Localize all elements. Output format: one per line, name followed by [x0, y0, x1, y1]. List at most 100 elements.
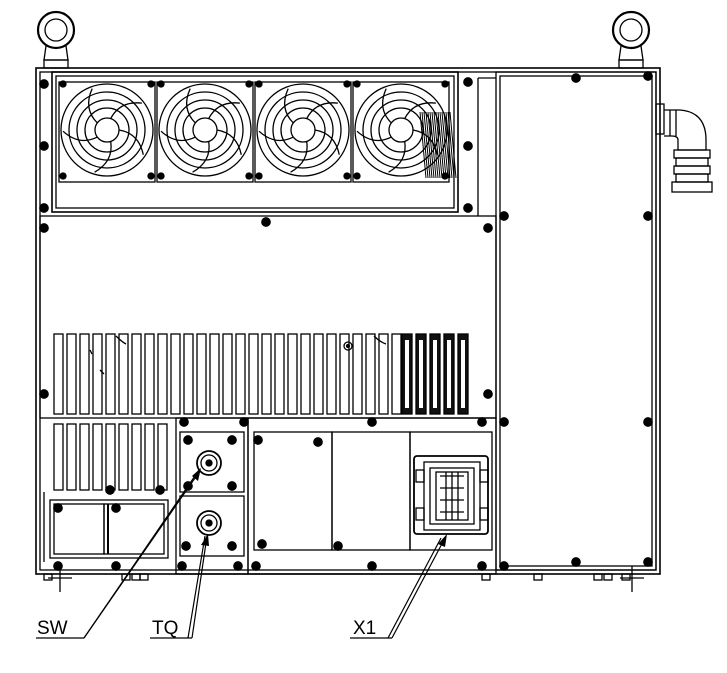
fan-mount-hole [353, 172, 361, 180]
foot [481, 573, 491, 581]
fan-mount-hole [255, 172, 263, 180]
vent-slot [144, 333, 155, 415]
screw [53, 561, 63, 571]
fan-blade [314, 129, 340, 155]
fan-shadow-line [439, 111, 447, 179]
lower-left-plate [43, 492, 169, 562]
screw [477, 561, 487, 571]
screw [643, 417, 653, 427]
foot [603, 573, 613, 581]
screw [477, 417, 487, 427]
screw [181, 541, 191, 551]
screw [233, 561, 243, 571]
fan-blade [290, 141, 308, 173]
screw [257, 539, 267, 549]
fan-group [58, 80, 457, 183]
fan-frame [58, 81, 156, 183]
vent-slot [313, 333, 324, 415]
fan-blade [356, 130, 392, 142]
fan-blade [388, 141, 406, 173]
fan-blade [94, 141, 112, 173]
screw [39, 79, 49, 89]
fan-guard-ring [378, 107, 424, 153]
fan-guard-ring [60, 83, 154, 177]
vent-slot-highlight [433, 340, 437, 408]
fan-shadow-line [443, 111, 451, 179]
screw [227, 541, 237, 551]
vent-slot [131, 333, 142, 415]
vent-slot [183, 333, 194, 415]
sw-switch[interactable] [196, 450, 222, 476]
vent-slot-highlight [461, 340, 465, 408]
fan-blade [258, 130, 294, 142]
screw [313, 437, 323, 447]
screw [155, 485, 165, 495]
fan-shadow-line [431, 111, 439, 179]
vent-slots [53, 333, 469, 415]
fan-blade [382, 88, 392, 124]
fan-guard-ring [272, 99, 334, 161]
fan-hub [290, 117, 316, 143]
lifting-eye-left [36, 10, 76, 69]
fan-hub [94, 117, 120, 143]
screw [463, 77, 473, 87]
tq-switch[interactable] [196, 510, 222, 536]
fan-blade [192, 141, 210, 173]
vent-slot [365, 333, 376, 415]
lower-vent-slots [53, 423, 168, 491]
fan-shadow-line [427, 111, 435, 179]
fan-shadow-line [425, 111, 433, 179]
fan-mount-hole [147, 172, 155, 180]
fan-mount-hole [157, 172, 165, 180]
foot [139, 573, 149, 581]
lifting-eye-right [611, 10, 651, 69]
vent-slot [222, 333, 233, 415]
fan-mount-hole [59, 172, 67, 180]
lower-vent-slot [92, 423, 103, 491]
fan-mount-hole [59, 80, 67, 88]
fan-guard-ring [256, 83, 350, 177]
vent-slot-highlight [447, 340, 451, 408]
screw [571, 73, 581, 83]
screw [643, 71, 653, 81]
fan-frame [254, 81, 352, 183]
screw [179, 417, 189, 427]
fan-mount-hole [157, 80, 165, 88]
screw [367, 417, 377, 427]
fan-guard-ring [354, 83, 448, 177]
fan-hub [388, 117, 414, 143]
vent-slot [287, 333, 298, 415]
screw [643, 211, 653, 221]
vent-slot [118, 333, 129, 415]
fan-guard-ring [158, 83, 252, 177]
fan-shadow-line [433, 111, 441, 179]
fan-blade [62, 130, 98, 142]
fan-frame [352, 81, 450, 183]
screw [39, 203, 49, 213]
screw [227, 435, 237, 445]
middle-panel [39, 215, 497, 419]
vent-slot-highlight [419, 340, 423, 408]
fan-guard-ring [166, 91, 244, 169]
screw [53, 503, 63, 513]
right-cover-panel [477, 71, 657, 571]
screw [251, 561, 261, 571]
foot [131, 573, 141, 581]
housing-outline [35, 67, 661, 575]
fan-shadow-line [421, 111, 429, 179]
fan-shadow [419, 111, 457, 179]
elbow-connector [655, 103, 713, 193]
vent-slot [92, 333, 103, 415]
vent-slot [79, 333, 90, 415]
vent-slot-highlight [405, 340, 409, 408]
screw [253, 435, 263, 445]
vent-slot [352, 333, 363, 415]
vent-slot [196, 333, 207, 415]
screw [367, 561, 377, 571]
fan-guard-ring [264, 91, 342, 169]
x1-connector[interactable] [413, 455, 489, 535]
fan-mount-hole [441, 172, 449, 180]
screw [177, 561, 187, 571]
